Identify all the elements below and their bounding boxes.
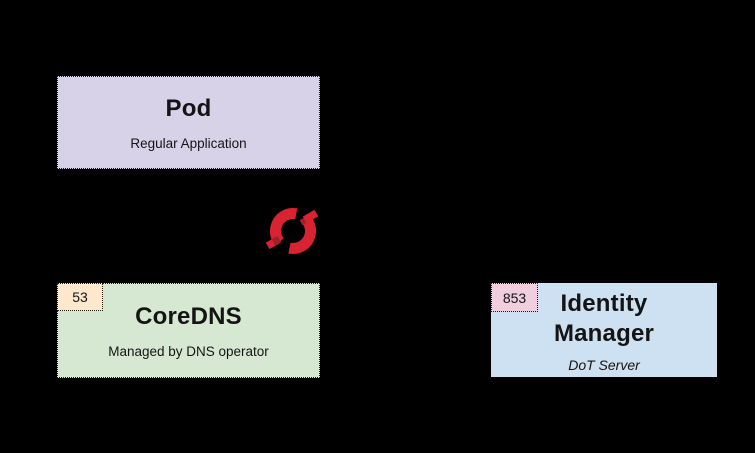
- identity-manager-port-badge: 853: [491, 283, 538, 312]
- coredns-subtitle: Managed by DNS operator: [108, 344, 269, 359]
- coredns-port-label: 53: [72, 289, 88, 305]
- identity-manager-port-label: 853: [502, 289, 527, 306]
- coredns-port-badge: 53: [57, 283, 103, 311]
- openshift-segment-bottom-left-dark: [271, 235, 282, 246]
- openshift-segment-top-right: [302, 209, 319, 224]
- identity-manager-node: Identity Manager DoT Server: [491, 283, 717, 377]
- identity-manager-subtitle: DoT Server: [568, 357, 640, 373]
- identity-manager-title: Identity Manager: [553, 290, 655, 347]
- pod-title: Pod: [165, 95, 212, 122]
- pod-subtitle: Regular Application: [130, 136, 247, 151]
- coredns-title: CoreDNS: [135, 303, 242, 330]
- pod-node: Pod Regular Application: [57, 76, 320, 169]
- openshift-logo-icon: [265, 208, 319, 254]
